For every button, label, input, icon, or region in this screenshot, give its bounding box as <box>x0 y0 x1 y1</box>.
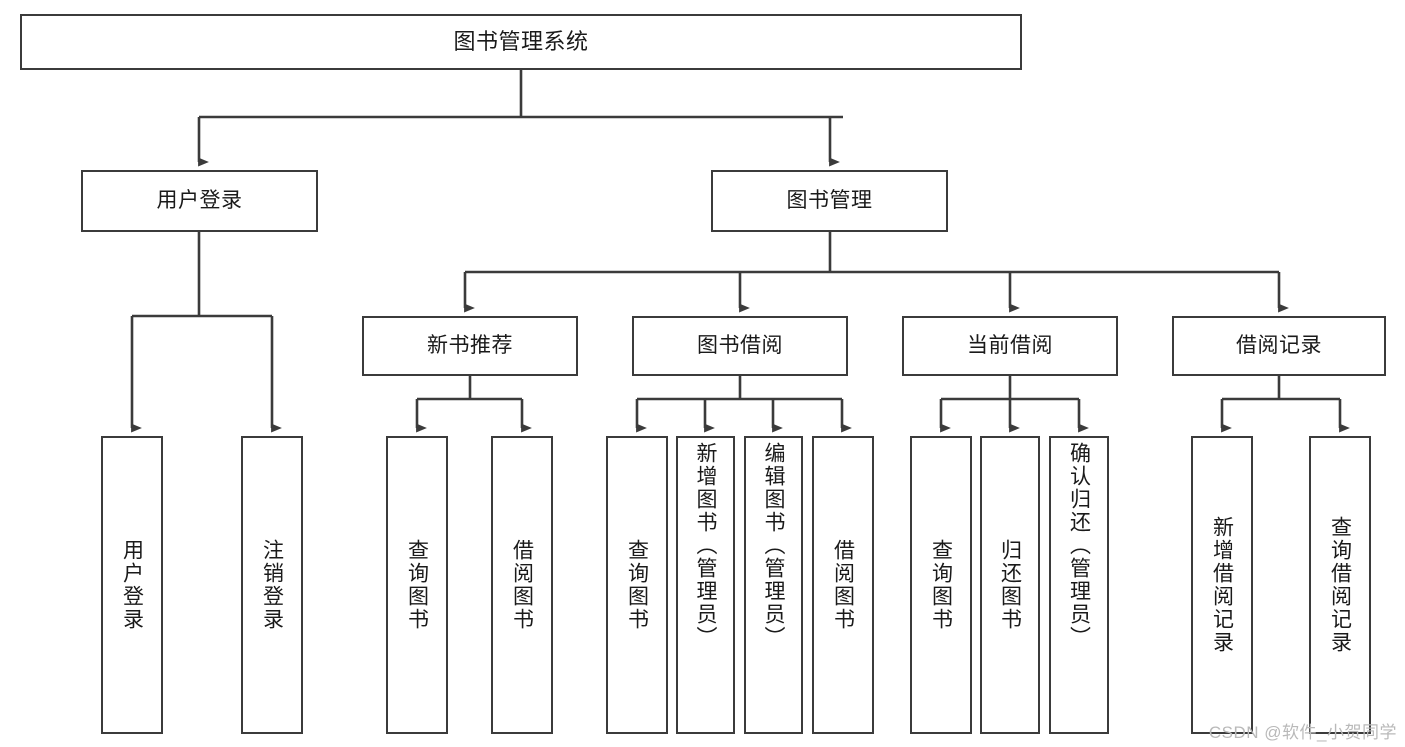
leaf-edit-book[interactable]: 编辑图书（管理员） <box>744 436 803 734</box>
node-label: 查询图书 <box>405 539 429 631</box>
node-root-system[interactable]: 图书管理系统 <box>20 14 1022 70</box>
node-label: 当前借阅 <box>967 333 1053 357</box>
node-label: 查询图书 <box>625 539 649 631</box>
node-label: 确认归还（管理员） <box>1067 442 1091 649</box>
leaf-add-book[interactable]: 新增图书（管理员） <box>676 436 735 734</box>
leaf-logout-login[interactable]: 注销登录 <box>241 436 303 734</box>
leaf-user-login[interactable]: 用户登录 <box>101 436 163 734</box>
node-label: 归还图书 <box>998 539 1022 631</box>
node-label: 查询图书 <box>929 539 953 631</box>
node-label: 查询借阅记录 <box>1328 516 1352 654</box>
leaf-query-borrow-record[interactable]: 查询借阅记录 <box>1309 436 1371 734</box>
node-label: 新增借阅记录 <box>1210 516 1234 654</box>
leaf-confirm-return[interactable]: 确认归还（管理员） <box>1049 436 1109 734</box>
leaf-query-book-borrow[interactable]: 查询图书 <box>606 436 668 734</box>
node-new-book-recommend[interactable]: 新书推荐 <box>362 316 578 376</box>
leaf-return-book[interactable]: 归还图书 <box>980 436 1040 734</box>
node-label: 注销登录 <box>260 539 284 631</box>
watermark-text: CSDN @软件_小贺同学 <box>1208 723 1397 742</box>
node-label: 图书管理系统 <box>453 29 589 55</box>
node-label: 用户登录 <box>120 539 144 631</box>
node-book-borrow[interactable]: 图书借阅 <box>632 316 848 376</box>
leaf-borrow-book-recommend[interactable]: 借阅图书 <box>491 436 553 734</box>
node-label: 图书借阅 <box>697 333 783 357</box>
node-current-borrow[interactable]: 当前借阅 <box>902 316 1118 376</box>
node-label: 借阅记录 <box>1236 333 1322 357</box>
leaf-query-book-recommend[interactable]: 查询图书 <box>386 436 448 734</box>
node-label: 用户登录 <box>156 188 243 212</box>
node-label: 图书管理 <box>786 188 873 212</box>
leaf-borrow-book-borrow[interactable]: 借阅图书 <box>812 436 874 734</box>
leaf-add-borrow-record[interactable]: 新增借阅记录 <box>1191 436 1253 734</box>
node-book-manage[interactable]: 图书管理 <box>711 170 948 232</box>
node-label: 借阅图书 <box>510 539 534 631</box>
node-label: 新书推荐 <box>427 333 513 357</box>
node-label: 借阅图书 <box>831 539 855 631</box>
node-borrow-record[interactable]: 借阅记录 <box>1172 316 1386 376</box>
node-user-login[interactable]: 用户登录 <box>81 170 318 232</box>
node-label: 新增图书（管理员） <box>694 442 717 649</box>
leaf-query-book-current[interactable]: 查询图书 <box>910 436 972 734</box>
node-label: 编辑图书（管理员） <box>762 442 785 649</box>
